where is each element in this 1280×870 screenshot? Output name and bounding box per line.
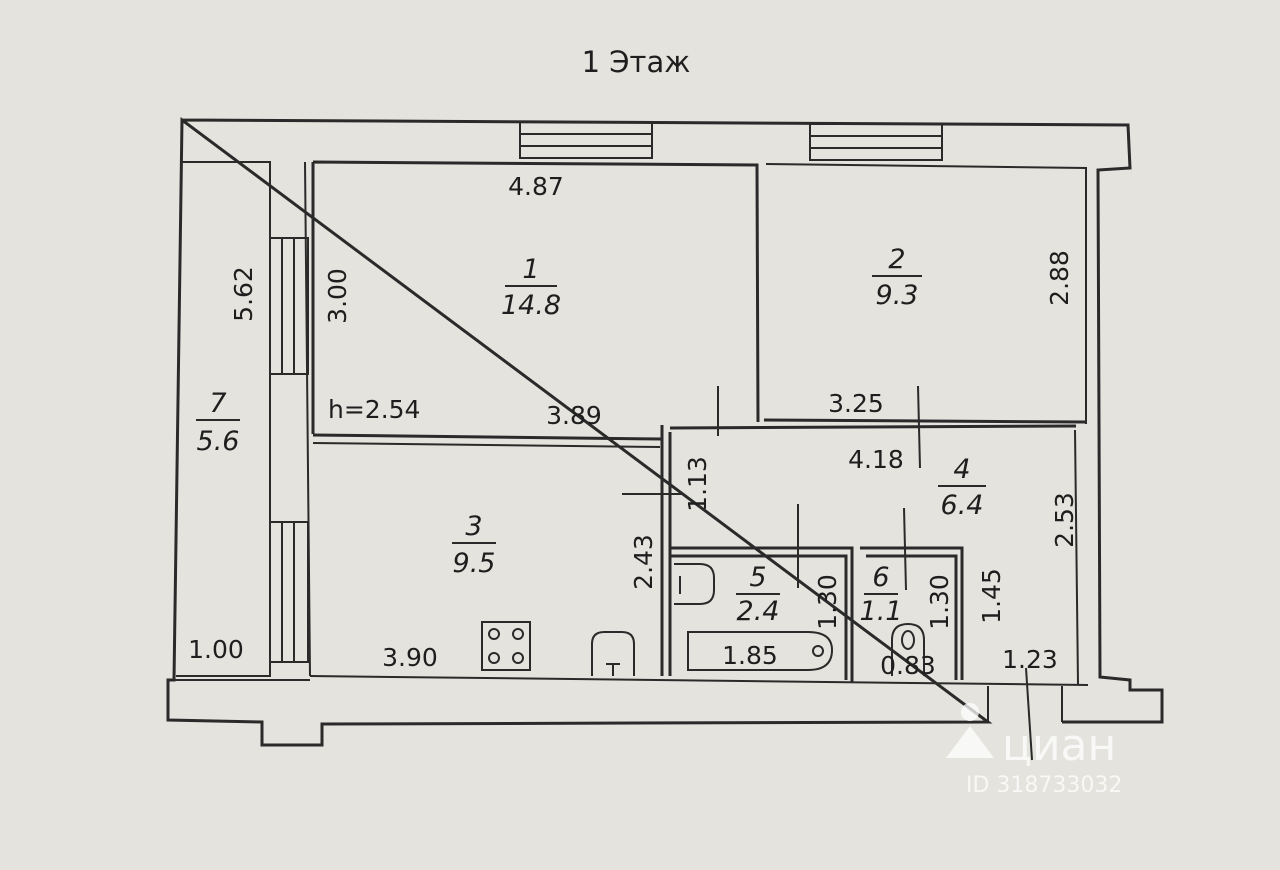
cian-watermark: циан ID 318733032 [946, 703, 1122, 798]
window-top-right [809, 123, 943, 161]
dim-0-83: 0.83 [880, 651, 936, 680]
room-4-label: 4 6.4 [938, 454, 986, 521]
ceiling-height: h=2.54 [328, 395, 420, 424]
walls [166, 117, 1164, 761]
dim-3-90: 3.90 [382, 643, 438, 672]
dim-2-53: 2.53 [1050, 492, 1079, 548]
svg-text:1.1: 1.1 [860, 596, 903, 627]
dim-3-25: 3.25 [828, 389, 884, 418]
toilet-icon [891, 622, 925, 676]
room-3-label: 3 9.5 [452, 511, 496, 579]
dim-4-18: 4.18 [848, 445, 904, 474]
dim-5-62: 5.62 [229, 266, 258, 322]
dim-2-88: 2.88 [1045, 250, 1074, 306]
dim-1-45: 1.45 [977, 568, 1006, 624]
washbasin-icon [674, 563, 715, 605]
dim-1-23: 1.23 [1002, 645, 1058, 674]
window-left-lower [269, 521, 309, 663]
dim-2-43: 2.43 [629, 534, 658, 590]
stove-icon [481, 621, 531, 671]
window-left-upper [269, 237, 309, 375]
svg-text:3: 3 [465, 511, 482, 542]
svg-text:2.4: 2.4 [737, 596, 780, 627]
dim-3-00: 3.00 [323, 268, 352, 324]
svg-text:1: 1 [522, 254, 539, 285]
listing-id: ID 318733032 [966, 773, 1122, 798]
dim-4-87: 4.87 [508, 172, 564, 201]
dim-1-30-bath: 1.30 [813, 574, 842, 630]
window-top-left [519, 121, 653, 159]
svg-text:9.5: 9.5 [453, 548, 496, 579]
kitchen-sink-icon [591, 631, 635, 676]
cian-brand-text: циан [1002, 720, 1116, 771]
floor-title: 1 Этаж [582, 45, 691, 79]
svg-text:6: 6 [872, 562, 889, 593]
dim-1-85: 1.85 [722, 641, 778, 670]
cian-logo-icon [946, 703, 994, 758]
svg-text:4: 4 [953, 454, 970, 485]
svg-text:14.8: 14.8 [501, 290, 561, 321]
bathtub-icon [687, 631, 834, 671]
dim-1-30-wc: 1.30 [925, 574, 954, 630]
room-6-label: 6 1.1 [860, 562, 903, 627]
svg-text:7: 7 [209, 388, 226, 419]
svg-text:5: 5 [749, 562, 766, 593]
svg-text:2: 2 [888, 244, 905, 275]
dim-1-13: 1.13 [683, 456, 712, 512]
dim-1-00: 1.00 [188, 635, 244, 664]
room-1-label: 1 14.8 [501, 254, 561, 321]
room-2-label: 2 9.3 [872, 244, 922, 311]
dim-3-89: 3.89 [546, 401, 602, 430]
svg-text:5.6: 5.6 [197, 426, 240, 457]
room-7-label: 7 5.6 [196, 388, 240, 457]
svg-text:6.4: 6.4 [941, 490, 984, 521]
room-5-label: 5 2.4 [736, 562, 780, 627]
svg-text:9.3: 9.3 [876, 280, 919, 311]
